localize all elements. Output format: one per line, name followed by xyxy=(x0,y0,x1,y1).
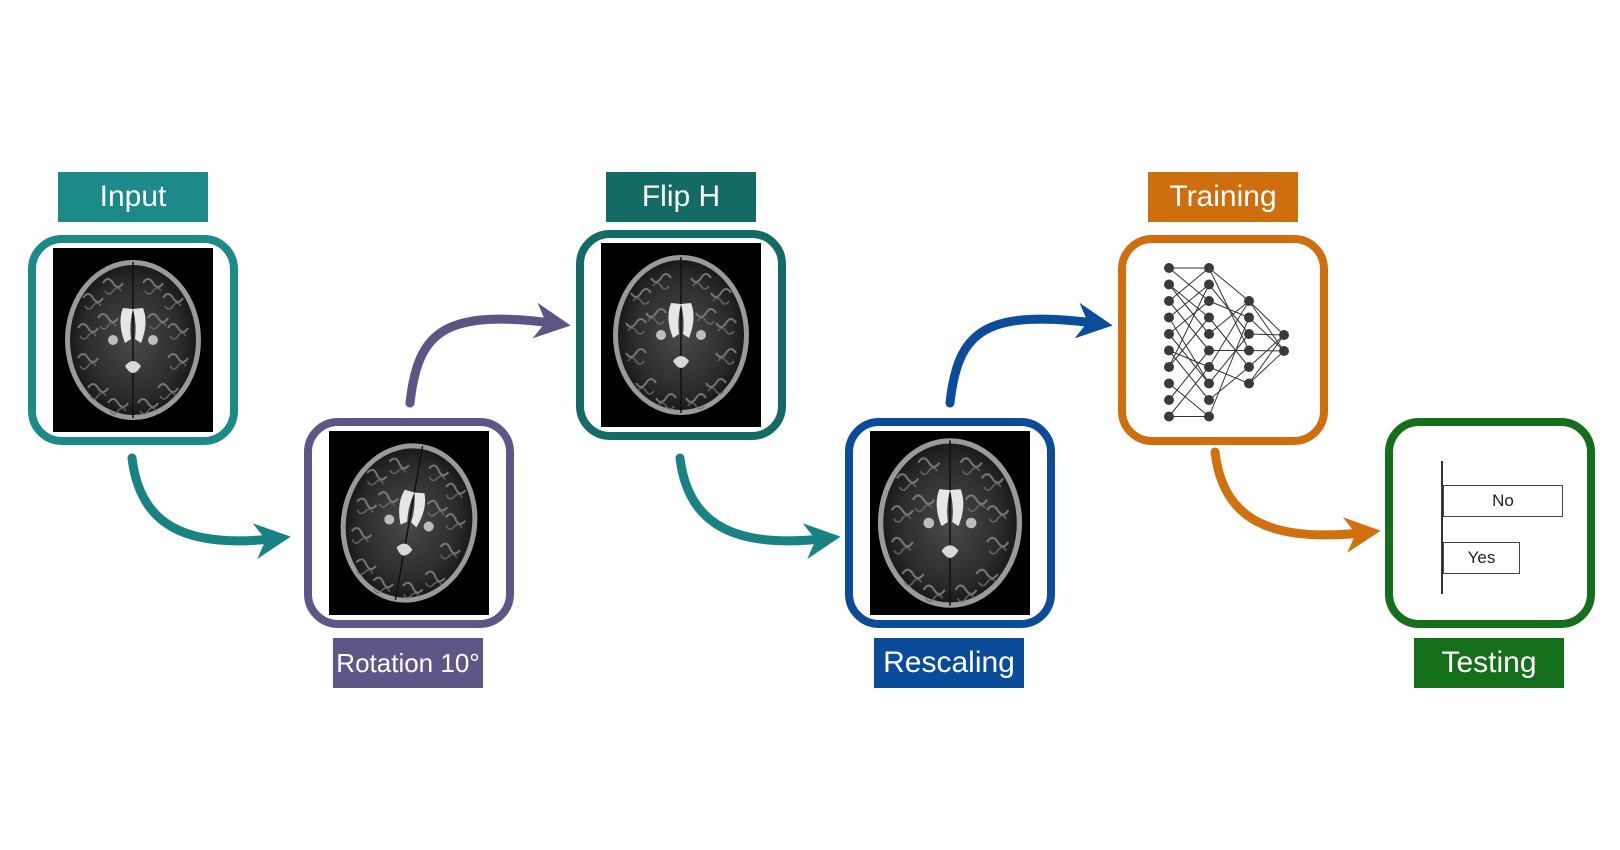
network-node xyxy=(1164,296,1174,306)
network-node xyxy=(1164,329,1174,339)
network-connection xyxy=(1168,284,1210,335)
network-node xyxy=(1244,345,1254,356)
network-connection xyxy=(1168,317,1210,384)
input-frame xyxy=(28,235,238,445)
arrow-rotation-to-flip xyxy=(405,302,571,408)
network-connection xyxy=(1168,350,1210,401)
neural-network-icon xyxy=(1164,263,1289,422)
network-connection xyxy=(1248,300,1285,352)
network-connection xyxy=(1208,317,1250,417)
network-connection xyxy=(1208,333,1250,384)
network-connection xyxy=(1208,366,1250,401)
network-connection xyxy=(1248,333,1285,336)
rotation-label: Rotation 10° xyxy=(333,638,483,688)
network-node xyxy=(1204,411,1214,422)
flip-label-text: Flip H xyxy=(641,180,721,213)
flip-mri-image xyxy=(601,243,761,427)
network-node xyxy=(1164,263,1174,273)
testing-label-text: Testing xyxy=(1441,646,1537,679)
network-connection xyxy=(1168,267,1210,302)
arrow-input-to-rotation xyxy=(127,453,291,560)
prediction-bar-chart: No Yes xyxy=(1415,451,1575,601)
network-node xyxy=(1204,312,1214,323)
arrow-flip-to-rescaling xyxy=(675,453,841,560)
rescaling-frame xyxy=(845,418,1055,628)
network-node xyxy=(1164,279,1174,290)
network-node xyxy=(1164,378,1174,389)
network-node xyxy=(1164,395,1174,405)
testing-label: Testing xyxy=(1414,638,1564,688)
network-connection xyxy=(1208,366,1250,384)
network-connection xyxy=(1208,300,1250,368)
network-connection xyxy=(1248,350,1285,384)
network-node xyxy=(1204,263,1214,273)
network-connection xyxy=(1248,334,1285,368)
training-frame xyxy=(1118,235,1328,445)
network-connection xyxy=(1168,333,1210,384)
network-node xyxy=(1204,378,1214,389)
bar-yes: Yes xyxy=(1443,542,1520,574)
network-node xyxy=(1204,296,1214,306)
rescaling-mri-image xyxy=(870,431,1030,615)
bar-no-label: No xyxy=(1492,491,1514,510)
network-connection xyxy=(1248,300,1285,336)
network-connection xyxy=(1208,267,1250,351)
testing-frame: No Yes xyxy=(1385,418,1595,628)
network-node xyxy=(1279,346,1289,356)
network-node xyxy=(1164,362,1174,372)
input-label-text: Input xyxy=(99,180,167,213)
network-node xyxy=(1204,279,1214,290)
network-node xyxy=(1244,378,1254,389)
flip-label: Flip H xyxy=(606,172,756,222)
network-connection xyxy=(1248,334,1285,384)
arrow-training-to-testing xyxy=(1210,447,1381,553)
network-connection xyxy=(1208,267,1250,302)
network-node xyxy=(1164,345,1174,356)
network-connection xyxy=(1168,300,1210,335)
training-label-text: Training xyxy=(1169,180,1277,213)
network-connection xyxy=(1168,284,1210,368)
input-mri-image xyxy=(53,248,213,432)
network-node xyxy=(1279,330,1289,340)
network-connection xyxy=(1208,317,1250,368)
network-connection xyxy=(1168,284,1210,318)
network-node xyxy=(1244,362,1254,372)
network-connection xyxy=(1168,383,1210,417)
rotation-frame xyxy=(304,418,514,628)
rescaling-label-text: Rescaling xyxy=(883,646,1015,679)
network-node xyxy=(1164,411,1174,422)
network-node xyxy=(1244,329,1254,339)
bar-chart-axis xyxy=(1441,461,1443,594)
rotation-label-text: Rotation 10° xyxy=(336,647,480,678)
network-node xyxy=(1204,329,1214,339)
rotation-mri-image xyxy=(329,431,489,615)
network-node xyxy=(1244,296,1254,306)
bar-no: No xyxy=(1443,485,1563,517)
network-node xyxy=(1204,395,1214,405)
arrow-rescaling-to-training xyxy=(945,302,1113,408)
input-label: Input xyxy=(58,172,208,222)
rescaling-label: Rescaling xyxy=(874,638,1024,688)
network-connection xyxy=(1208,300,1250,335)
network-connection xyxy=(1168,366,1210,417)
bar-yes-label: Yes xyxy=(1467,548,1496,567)
training-label: Training xyxy=(1148,172,1298,222)
flip-frame xyxy=(576,230,786,440)
network-node xyxy=(1204,345,1214,356)
network-node xyxy=(1204,362,1214,372)
network-node xyxy=(1244,312,1254,323)
network-node xyxy=(1164,312,1174,323)
